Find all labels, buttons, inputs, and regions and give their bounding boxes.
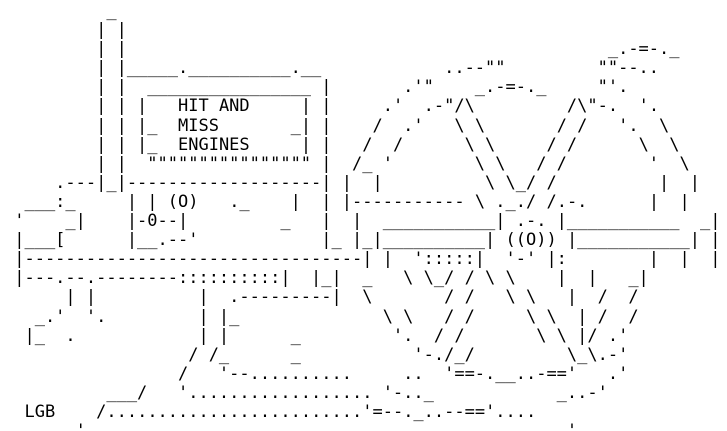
art-flywheel-hub: ((O)) [505,230,557,251]
art-title-line-1: HIT AND [178,96,250,117]
art-title-line-2: MISS [178,115,219,136]
art-governor-hub: (O) [167,191,199,212]
ascii-art-hit-and-miss-engine: _ | | | | _.-=-._ | |_____.__________.__… [4,2,723,429]
art-title-line-3: ENGINES [178,134,250,155]
ascii-art-drawing: _ | | | | _.-=-._ | |_____.__________.__… [14,2,721,429]
art-signature: LGB [24,401,56,422]
